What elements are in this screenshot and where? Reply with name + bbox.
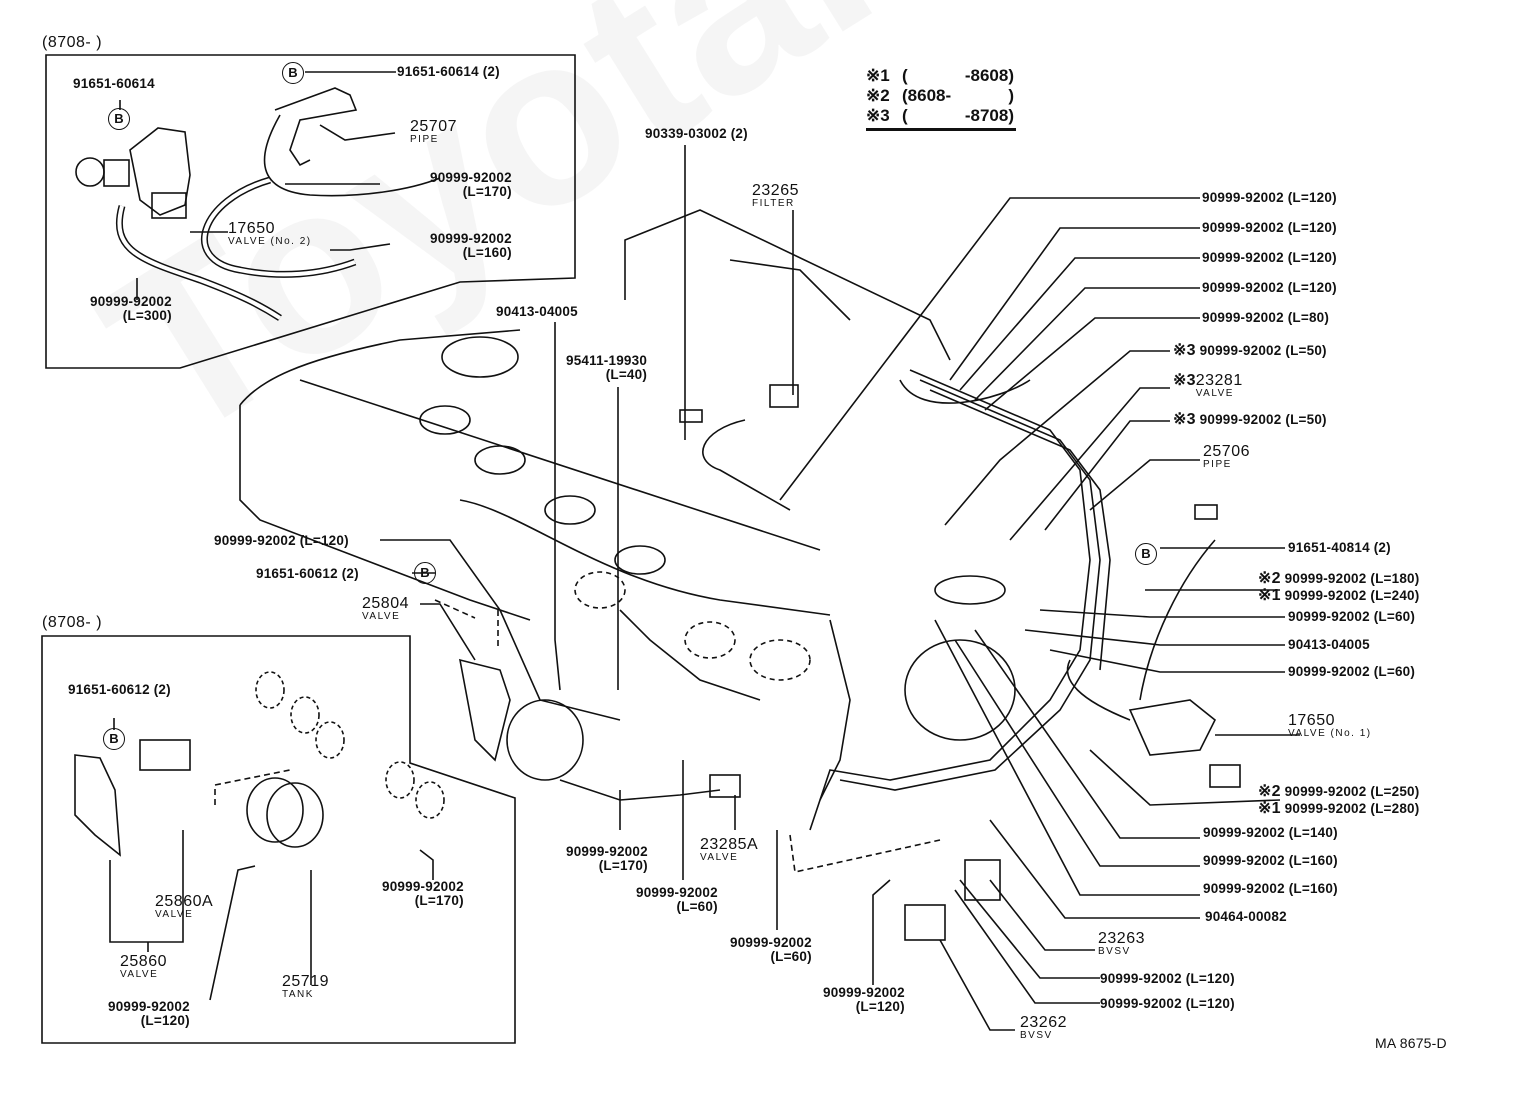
right-callout[interactable]: 90999-92002 (L=120) [1202,250,1337,265]
right-callout[interactable]: ※2 90999-92002 (L=180) [1258,570,1420,587]
right-callout[interactable]: 90413-04005 [1288,637,1370,652]
right-callout[interactable]: 90464-00082 [1205,909,1287,924]
hose-l170-center[interactable]: 90999-92002(L=170) [566,844,648,873]
hose-l170-inset[interactable]: 90999-92002(L=170) [382,879,464,908]
hose-l300-inner [117,205,282,320]
engine-drawing [239,209,1031,741]
legend-row: ※3 (-8708) [866,106,1014,125]
right-callout[interactable]: ※2 90999-92002 (L=250) [1258,783,1420,800]
right-callout[interactable]: 90999-92002 (L=60) [1288,664,1416,679]
hose-l120-inset[interactable]: 90999-92002(L=120) [108,999,190,1028]
legend-underline [866,128,1016,131]
hose-l120-c[interactable]: 90999-92002(L=120) [823,985,905,1014]
hose-l170-label[interactable]: 90999-92002(L=170) [430,170,512,199]
right-callout[interactable]: ※1 90999-92002 (L=280) [1258,800,1420,817]
legend-row: ※1 (-8608) [866,66,1014,85]
hose-l60-a[interactable]: 90999-92002(L=60) [636,885,718,914]
right-callout[interactable]: 90999-92002 (L=140) [1203,825,1338,840]
pipe-bundle-drawing [809,369,1218,831]
right-callout[interactable]: 90999-92002 (L=120) [1100,996,1235,1011]
right-callout[interactable]: 91651-40814 (2) [1288,540,1391,555]
right-callout[interactable]: 90999-92002 (L=120) [1202,280,1337,295]
right-callout[interactable]: ※3 90999-92002 (L=50) [1173,342,1327,359]
clip-91651-60612[interactable]: 91651-60612 (2) [256,566,359,581]
tank-25719-drawing [246,777,324,848]
inset-top-period: (8708- ) [42,34,103,51]
clip-91651-60612-inset[interactable]: 91651-60612 (2) [68,682,171,697]
b-symbol: B [1135,543,1157,565]
valve-17650-no1-drawing [1128,699,1241,788]
inset-bottom-frame [41,635,516,1044]
b-symbol: B [108,108,130,130]
hose-l300-label[interactable]: 90999-92002(L=300) [90,294,172,323]
clip-91651-60614[interactable]: 91651-60614 [73,76,155,91]
legend: ※1 (-8608) ※2 (8608-) ※3 (-8708) [866,66,1014,126]
hose-l60-b[interactable]: 90999-92002(L=60) [730,935,812,964]
bvsv-23262-drawing [904,904,946,941]
right-callout[interactable]: 90999-92002 (L=120) [1202,220,1337,235]
inset-bottom-period: (8708- ) [42,614,103,631]
valve-no2-drawing [75,127,191,219]
right-callout[interactable]: 90999-92002 (L=120) [1100,971,1235,986]
bolt-90339-03002[interactable]: 90339-03002 (2) [645,126,748,141]
b-symbol: B [282,62,304,84]
right-callout[interactable]: 90999-92002 (L=120) [1202,190,1337,205]
hose-95411-19930-label[interactable]: 95411-19930(L=40) [566,353,648,382]
legend-row: ※2 (8608-) [866,86,1014,105]
valve-25804-drawing [458,658,721,801]
b-symbol: B [103,728,125,750]
valve-23285a-drawing [709,774,741,798]
diagram-code: MA 8675-D [1375,1035,1447,1051]
right-callout[interactable]: 90999-92002 (L=60) [1288,609,1416,624]
right-callout[interactable]: ※3 90999-92002 (L=50) [1173,411,1327,428]
intake-gasket-drawing [255,671,445,819]
right-callout[interactable]: 90999-92002 (L=160) [1203,853,1338,868]
right-callout[interactable]: 90999-92002 (L=160) [1203,881,1338,896]
valve-25860-drawing [74,739,191,857]
right-callout[interactable]: 90999-92002 (L=80) [1202,310,1330,325]
clip-90413-04005[interactable]: 90413-04005 [496,304,578,319]
right-callout[interactable]: ※1 90999-92002 (L=240) [1258,587,1420,604]
bvsv-23263-drawing [964,859,1001,901]
hose-l120-left[interactable]: 90999-92002 (L=120) [214,533,349,548]
filter-23265-drawing [679,384,799,511]
clip-91651-60614-2[interactable]: 91651-60614 (2) [397,64,500,79]
pipe-25707-drawing [263,87,441,197]
hose-l160-label[interactable]: 90999-92002(L=160) [430,231,512,260]
b-symbol: B [414,562,436,584]
inset-top-frame [45,54,576,369]
